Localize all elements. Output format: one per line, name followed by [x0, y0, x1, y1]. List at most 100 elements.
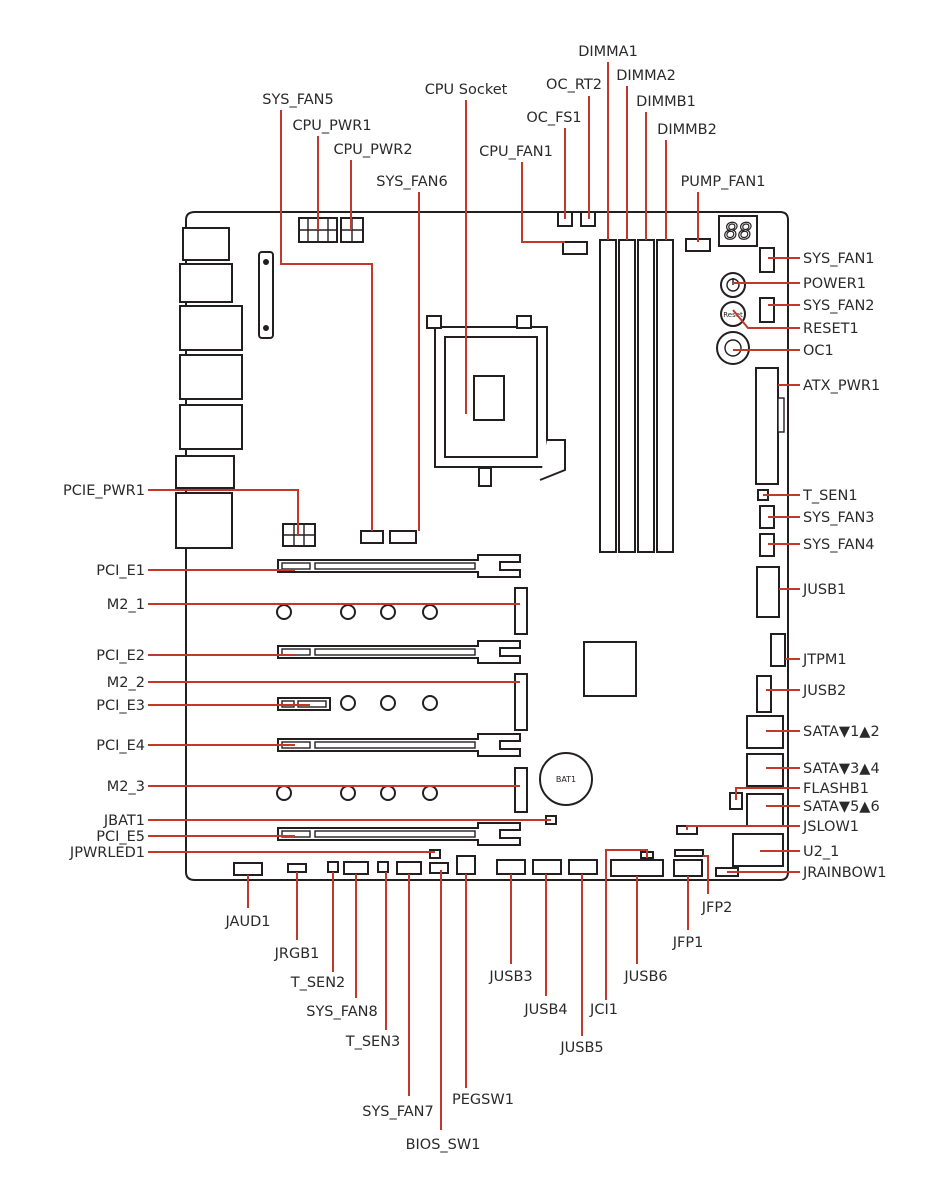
- label-cpu-pwr1: CPU_PWR1: [292, 118, 371, 134]
- jfp2-header: [674, 849, 704, 857]
- label-sata34: SATA▼3▲4: [803, 761, 880, 777]
- cpu-fan1-header: [562, 241, 588, 255]
- label-pci-e3: PCI_E3: [96, 698, 145, 714]
- label-oc-fs1: OC_FS1: [526, 110, 581, 126]
- chipset: [583, 641, 637, 697]
- label-bios-sw1: BIOS_SW1: [406, 1137, 481, 1153]
- label-flashb1: FLASHB1: [803, 781, 869, 797]
- sata56-connector: [746, 793, 784, 827]
- label-jaud1: JAUD1: [225, 914, 271, 930]
- label-sys-fan6: SYS_FAN6: [376, 174, 448, 190]
- label-m2-2: M2_2: [107, 675, 145, 691]
- label-jbat1: JBAT1: [103, 813, 145, 829]
- sys-fan6-header: [389, 530, 417, 544]
- sata34-connector: [746, 753, 784, 787]
- component-labels: DIMMA1 OC_RT2 DIMMA2 CPU Socket DIMMB1 S…: [63, 44, 886, 1153]
- label-jusb1: JUSB1: [802, 582, 846, 598]
- cmos-battery: BAT1: [539, 752, 593, 806]
- jfp1-header: [673, 859, 703, 877]
- label-jusb2: JUSB2: [802, 683, 846, 699]
- label-jfp2: JFP2: [701, 900, 733, 916]
- label-atx-pwr1: ATX_PWR1: [803, 378, 880, 394]
- label-jusb4: JUSB4: [523, 1002, 567, 1018]
- pegsw1-switch: [456, 855, 476, 875]
- label-dimmb2: DIMMB2: [657, 122, 717, 138]
- label-sata12: SATA▼1▲2: [803, 724, 880, 740]
- label-dimma2: DIMMA2: [616, 68, 676, 84]
- label-jusb6: JUSB6: [623, 969, 667, 985]
- sys-fan2-header: [759, 297, 775, 323]
- label-pegsw1: PEGSW1: [452, 1092, 514, 1108]
- label-t-sen1: T_SEN1: [802, 488, 858, 504]
- label-cpu-fan1: CPU_FAN1: [479, 144, 553, 160]
- jpwrled1-header: [429, 849, 441, 859]
- jusb4-header: [532, 859, 562, 875]
- label-sata56: SATA▼5▲6: [803, 799, 880, 815]
- debug-led-display: 88: [718, 215, 758, 247]
- jusb3-header: [496, 859, 526, 875]
- jaud1-header: [233, 862, 263, 876]
- label-jrgb1: JRGB1: [274, 946, 320, 962]
- label-m2-3: M2_3: [107, 779, 145, 795]
- label-t-sen2: T_SEN2: [290, 975, 346, 991]
- label-jusb5: JUSB5: [559, 1040, 603, 1056]
- label-cpu-socket: CPU Socket: [425, 82, 508, 98]
- label-pump-fan1: PUMP_FAN1: [681, 174, 766, 190]
- battery-label: BAT1: [556, 775, 576, 784]
- reset-button: Reset: [720, 301, 746, 327]
- label-m2-1: M2_1: [107, 597, 145, 613]
- atx-pwr1-latch: [777, 397, 785, 433]
- jusb1-connector: [756, 566, 780, 618]
- label-power1: POWER1: [803, 276, 866, 292]
- board-outline: [185, 211, 789, 881]
- label-reset1: RESET1: [803, 321, 859, 337]
- label-jci1: JCI1: [589, 1002, 618, 1018]
- label-jtpm1: JTPM1: [802, 652, 847, 668]
- label-jusb3: JUSB3: [488, 969, 532, 985]
- label-pcie-pwr1: PCIE_PWR1: [63, 483, 145, 499]
- label-u2-1: U2_1: [803, 844, 839, 860]
- label-jpwrled1: JPWRLED1: [69, 845, 145, 861]
- label-dimma1: DIMMA1: [578, 44, 638, 60]
- sys-fan7-header: [396, 861, 422, 875]
- label-sys-fan8: SYS_FAN8: [306, 1004, 378, 1020]
- cpu-power-connectors: [298, 217, 364, 243]
- leader-lines: [148, 62, 800, 1130]
- jusb2-connector: [756, 675, 772, 713]
- pcie-slots: [277, 554, 521, 846]
- sys-fan8-header: [343, 861, 369, 875]
- u2-1-connector: [732, 833, 784, 867]
- label-sys-fan4: SYS_FAN4: [803, 537, 875, 553]
- label-sys-fan1: SYS_FAN1: [803, 251, 875, 267]
- label-dimmb1: DIMMB1: [636, 94, 696, 110]
- label-pci-e2: PCI_E2: [96, 648, 145, 664]
- label-t-sen3: T_SEN3: [345, 1034, 401, 1050]
- atx-pwr1-connector: [755, 367, 779, 485]
- t-sen2-header: [327, 861, 339, 873]
- rear-io-panel: [175, 227, 274, 549]
- sys-fan1-header: [759, 247, 775, 273]
- label-jfp1: JFP1: [672, 935, 704, 951]
- label-oc-rt2: OC_RT2: [546, 77, 602, 93]
- power-button: [720, 272, 746, 298]
- reset-button-text: Reset: [723, 311, 743, 319]
- sys-fan5-header: [360, 530, 384, 544]
- jrgb1-header: [287, 863, 307, 873]
- label-jslow1: JSLOW1: [802, 819, 859, 835]
- oc-knob: [716, 331, 750, 365]
- debug-led-text: 88: [724, 220, 752, 245]
- label-pci-e4: PCI_E4: [96, 738, 145, 754]
- bios-sw1-switch: [429, 862, 449, 874]
- label-sys-fan7: SYS_FAN7: [362, 1104, 434, 1120]
- t-sen3-header: [377, 861, 389, 873]
- label-sys-fan2: SYS_FAN2: [803, 298, 875, 314]
- label-oc1: OC1: [803, 343, 834, 359]
- label-jrainbow1: JRAINBOW1: [802, 865, 886, 881]
- label-sys-fan3: SYS_FAN3: [803, 510, 875, 526]
- jusb5-header: [568, 859, 598, 875]
- label-pci-e5: PCI_E5: [96, 829, 145, 845]
- label-sys-fan5: SYS_FAN5: [262, 92, 334, 108]
- label-cpu-pwr2: CPU_PWR2: [333, 142, 412, 158]
- jtpm1-header: [770, 633, 786, 667]
